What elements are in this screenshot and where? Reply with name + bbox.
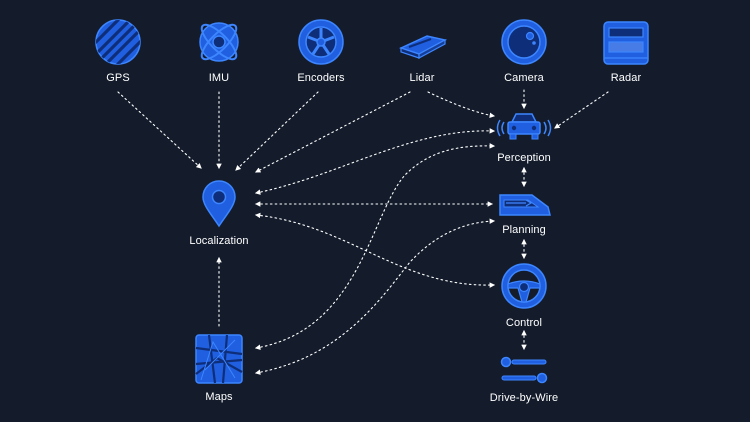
- planning-label: Planning: [502, 224, 546, 236]
- control-label: Control: [505, 317, 543, 329]
- connector-localization-control: [254, 212, 496, 288]
- camera-label: Camera: [504, 72, 544, 84]
- globe-icon: [95, 19, 141, 65]
- camera-lens-icon: [501, 19, 547, 65]
- encoders-label: Encoders: [297, 72, 345, 84]
- wheel-icon: [298, 19, 344, 65]
- imu-label: IMU: [208, 72, 230, 84]
- maps-label: Maps: [205, 391, 233, 403]
- perception-label: Perception: [497, 152, 551, 164]
- drive-by-wire-label: Drive-by-Wire: [489, 392, 559, 404]
- map-grid-icon: [195, 334, 243, 384]
- connector-encoders-localization: [235, 91, 319, 171]
- radar-label: Radar: [610, 72, 642, 84]
- localization-label: Localization: [189, 235, 249, 247]
- connector-perception-maps: [254, 143, 496, 350]
- connector-lidar-localization: [255, 91, 411, 173]
- lidar-label: Lidar: [409, 72, 435, 84]
- steering-wheel-icon: [501, 263, 547, 309]
- car-sensing-icon: [496, 113, 552, 140]
- vehicle-path-icon: [499, 194, 551, 216]
- gyroscope-icon: [199, 22, 239, 62]
- connector-gps-localization: [117, 91, 202, 169]
- connector-lidar-perception: [427, 91, 496, 118]
- connector-perception-localization: [254, 128, 496, 195]
- radar-unit-icon: [603, 21, 649, 65]
- connector-radar-perception: [554, 91, 609, 129]
- lidar-sensor-icon: [398, 35, 448, 60]
- gps-label: GPS: [106, 72, 130, 84]
- wire-signal-icon: [500, 356, 548, 384]
- connector-planning-maps: [254, 218, 496, 375]
- map-pin-icon: [202, 180, 236, 228]
